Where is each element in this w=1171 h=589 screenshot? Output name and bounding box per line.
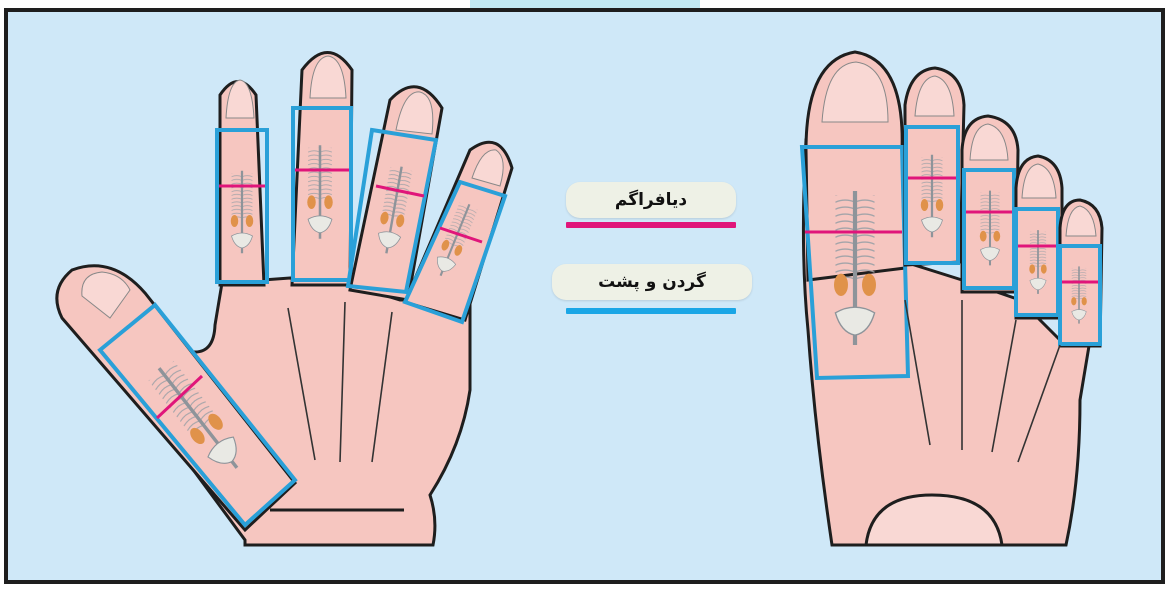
hand-index <box>217 80 267 285</box>
foot-toe-3 <box>962 116 1018 292</box>
legend-neck-back-label: گردن و پشت <box>552 264 752 300</box>
foot-toe-4 <box>1016 156 1062 318</box>
figure-frame: دیافراگم گردن و پشت <box>4 8 1165 584</box>
hand-middle <box>292 53 352 286</box>
foot-toe-2 <box>905 68 964 265</box>
hand <box>57 53 512 546</box>
foot <box>802 52 1102 545</box>
foot-toe-5 <box>1060 200 1102 346</box>
top-watermark-strip <box>470 0 700 8</box>
legend-diaphragm-label: دیافراگم <box>566 182 736 218</box>
legend-diaphragm-line <box>566 222 736 228</box>
legend-neck-back-line <box>566 308 736 314</box>
